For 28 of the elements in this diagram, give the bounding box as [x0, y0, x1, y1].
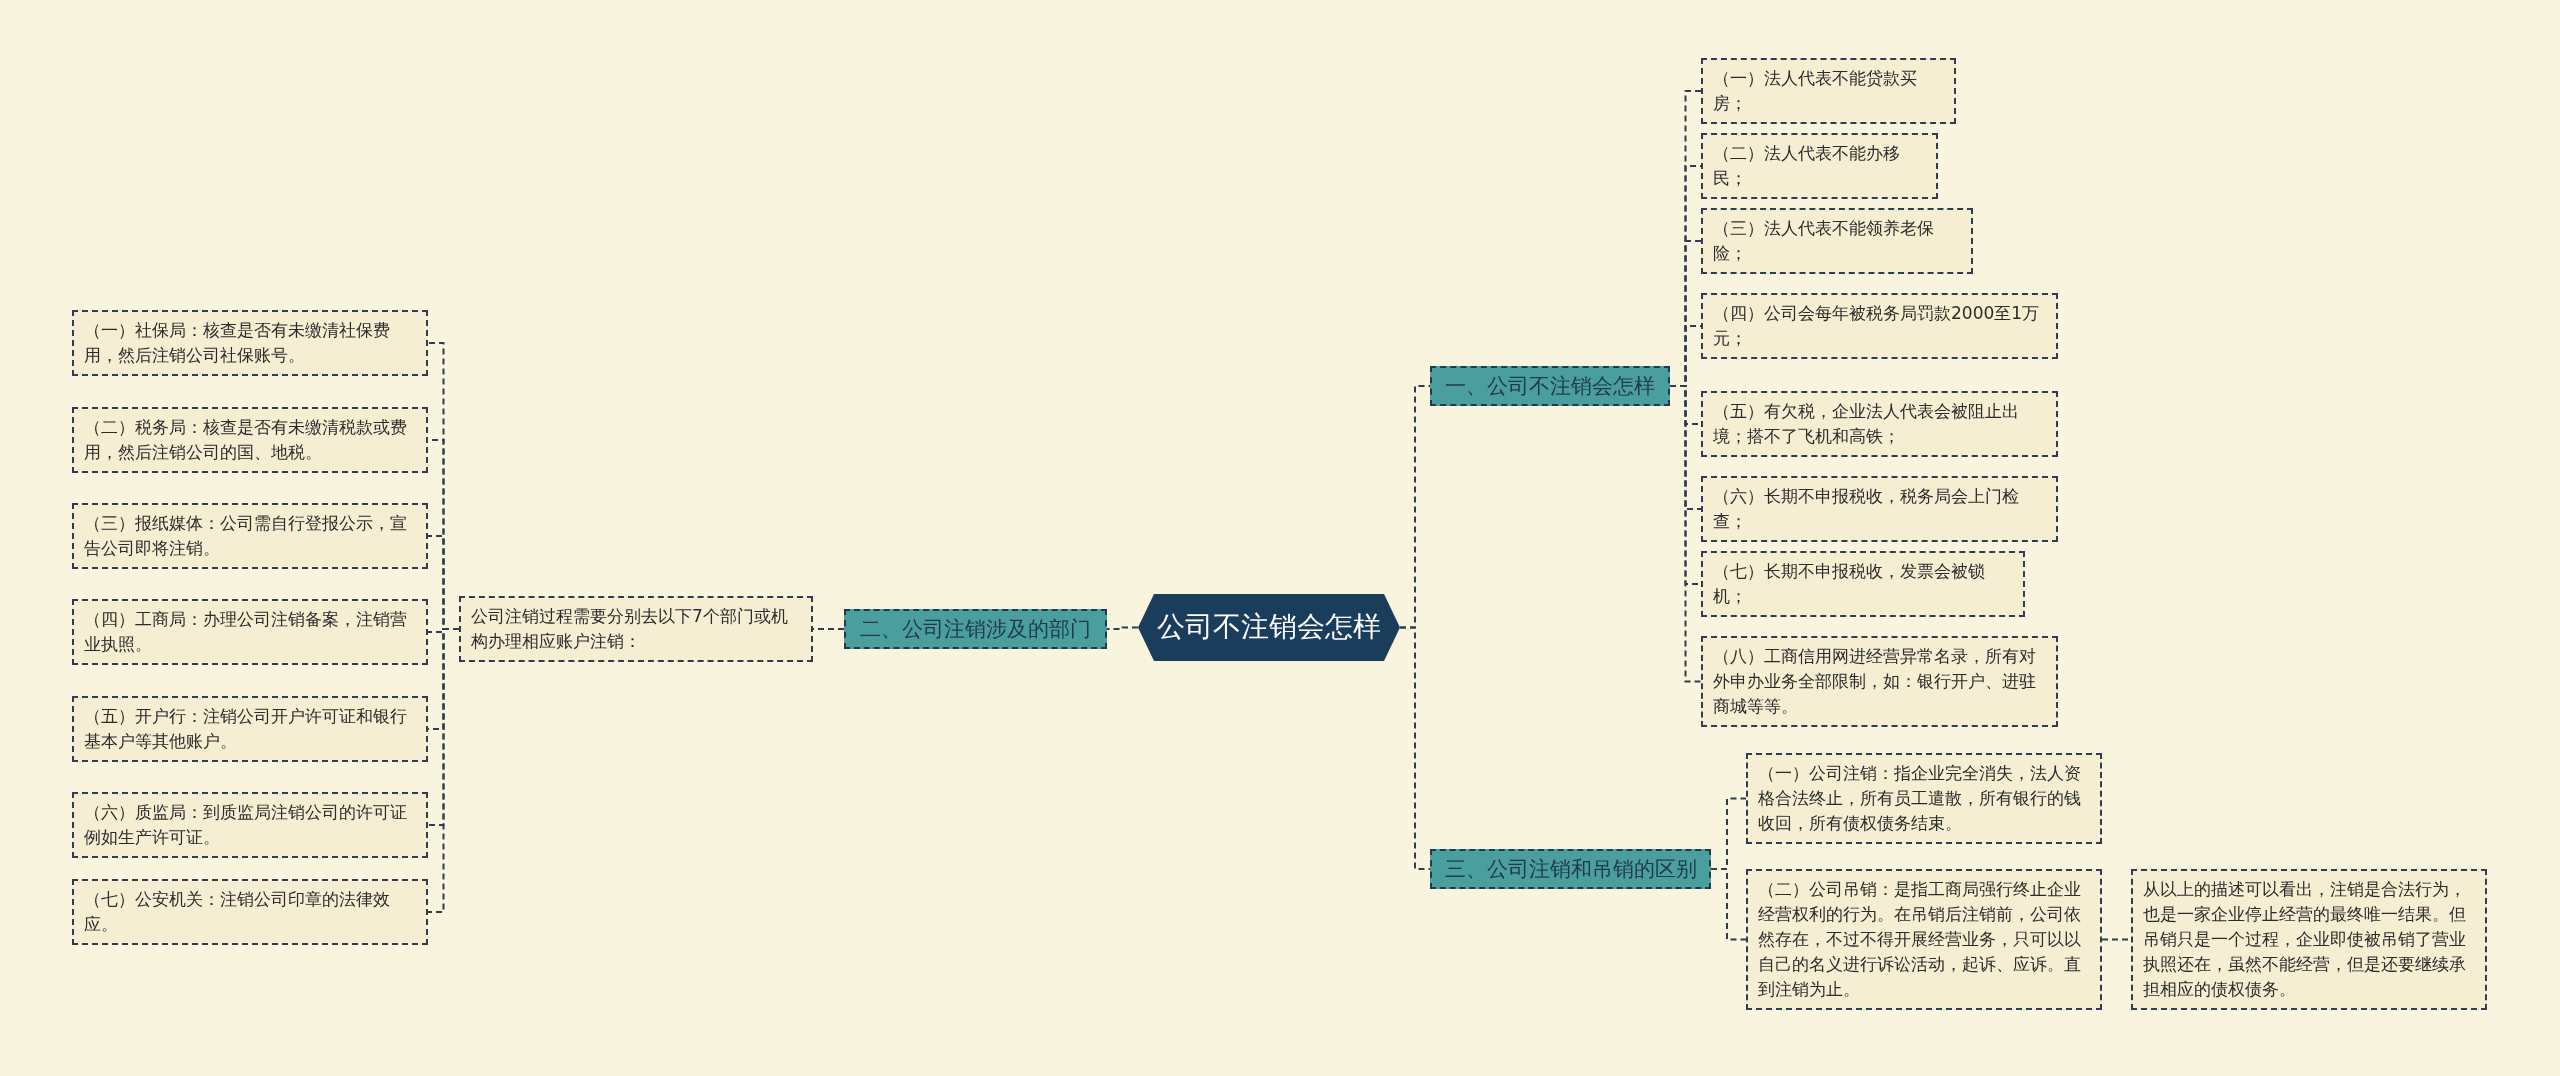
text-box: （六）长期不申报税收，税务局会上门检查； [1701, 476, 2058, 542]
text-box: （三）报纸媒体：公司需自行登报公示，宣告公司即将注销。 [72, 503, 428, 569]
connector-line [1669, 385, 1702, 683]
text-box: （二）税务局：核查是否有未缴清税款或费用，然后注销公司的国、地税。 [72, 407, 428, 473]
topic-box: 三、公司注销和吊销的区别 [1430, 849, 1711, 889]
text-box: 从以上的描述可以看出，注销是合法行为，也是一家企业停止经营的最终唯一结果。但吊销只是一个过程，企业即使被吊销了营业执照还在，虽然不能经营，但是还要继续承担相应的债权债务。 [2131, 868, 2487, 1010]
text-box: （七）长期不申报税收，发票会被锁机； [1701, 551, 2025, 617]
text-box: 公司注销过程需要分别去以下7个部门或机构办理相应账户注销： [459, 596, 813, 662]
central-topic: 公司不注销会怎样 [1138, 593, 1400, 661]
text-box: （二）公司吊销：是指工商局强行终止企业经营权利的行为。在吊销后注销前，公司依然存在，不过不得开展经营业务，只可以以自己的名义进行诉讼活动，起诉、应诉。直到注销为止。 [1746, 868, 2102, 1010]
connector-line [1399, 626, 1431, 870]
text-box: （一）公司注销：指企业完全消失，法人资格合法终止，所有员工遣散，所有银行的钱收回，所有债权债务结束。 [1746, 752, 2102, 844]
text-box: （四）公司会每年被税务局罚款2000至1万元； [1701, 293, 2058, 359]
text-box: （六）质监局：到质监局注销公司的许可证例如生产许可证。 [72, 792, 428, 858]
text-box: （一）社保局：核查是否有未缴清社保费用，然后注销公司社保账号。 [72, 310, 428, 376]
topic-box: 二、公司注销涉及的部门 [844, 609, 1107, 649]
text-box: （七）公安机关：注销公司印章的法律效应。 [72, 879, 428, 945]
text-box: （二）法人代表不能办移民； [1701, 133, 1938, 199]
text-box: （三）法人代表不能领养老保险； [1701, 208, 1973, 274]
connector-line [1106, 626, 1139, 630]
text-box: （四）工商局：办理公司注销备案，注销营业执照。 [72, 599, 428, 665]
text-box: （八）工商信用网进经营异常名录，所有对外申办业务全部限制，如：银行开户、进驻商城等等。 [1701, 635, 2058, 727]
topic-box: 一、公司不注销会怎样 [1430, 366, 1670, 406]
text-box: （一）法人代表不能贷款买房； [1701, 58, 1956, 124]
connector-line [427, 628, 460, 913]
text-box: （五）有欠税，企业法人代表会被阻止出境；搭不了飞机和高铁； [1701, 391, 2058, 457]
text-box: （五）开户行：注销公司开户许可证和银行基本户等其他账户。 [72, 696, 428, 762]
connector-line [1710, 868, 1747, 941]
